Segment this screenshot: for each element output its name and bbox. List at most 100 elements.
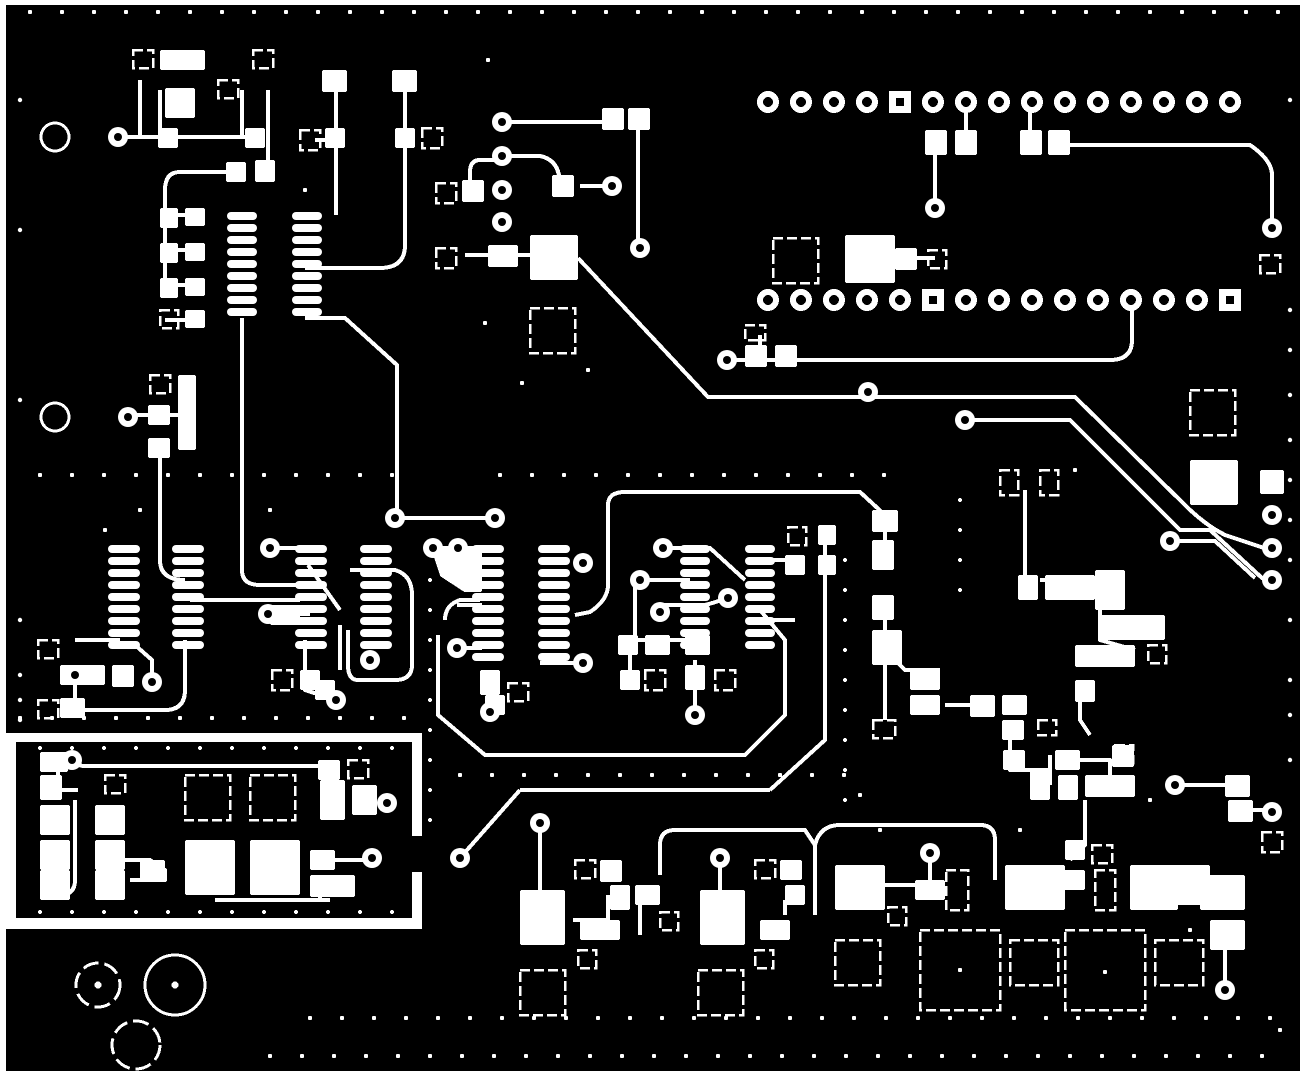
smd-pad <box>645 635 670 655</box>
keepout-pad <box>434 181 458 205</box>
smd-pad <box>1002 720 1024 740</box>
ic-pin <box>745 545 775 553</box>
smd-pad <box>325 128 345 148</box>
ic-pin <box>538 557 570 565</box>
smd-pad <box>700 890 745 945</box>
ic-pin <box>227 224 257 232</box>
keepout-pad <box>298 128 322 152</box>
keepout-pad <box>918 928 1002 1012</box>
ic-pin <box>172 641 204 649</box>
keepout-pad <box>576 948 598 970</box>
smd-pad <box>40 775 62 800</box>
smd-pad <box>462 180 484 202</box>
smd-pad <box>185 310 205 328</box>
smd-pad <box>245 128 265 148</box>
ic-pin <box>745 605 775 613</box>
smd-pad <box>1020 130 1042 155</box>
keepout-pad <box>753 858 777 880</box>
ic-pin <box>360 593 392 601</box>
smd-pad <box>1045 575 1095 600</box>
ic-pin <box>295 617 327 625</box>
ic-pin <box>227 296 257 304</box>
smd-pad <box>322 70 347 92</box>
ic-pin <box>295 629 327 637</box>
ic-pin <box>108 593 140 601</box>
keepout-pad <box>270 668 294 692</box>
keepout-pad <box>1113 743 1135 765</box>
smd-pad <box>392 70 417 92</box>
keepout-pad <box>944 868 970 912</box>
ic-pin <box>680 581 710 589</box>
keepout-pad <box>658 910 680 932</box>
smd-pad <box>955 130 977 155</box>
ic-pin <box>292 212 322 220</box>
smd-pad <box>602 108 624 130</box>
keepout-pad <box>696 968 745 1017</box>
keepout-pad <box>643 668 667 692</box>
smd-pad <box>148 438 170 458</box>
pin-headers <box>62 91 1282 1000</box>
smd-pad <box>140 860 165 880</box>
smd-pad <box>872 630 902 665</box>
ic-pin <box>745 569 775 577</box>
keepout-pad <box>833 938 882 987</box>
ic-pin <box>292 260 322 268</box>
ic-pin <box>292 284 322 292</box>
smd-pad <box>488 245 518 267</box>
smd-pad <box>1058 775 1078 800</box>
keepout-pad <box>753 948 775 970</box>
keepout-pad <box>713 668 737 692</box>
smd-pad <box>620 670 640 690</box>
smd-pad <box>160 243 178 263</box>
keepout-pad <box>1188 388 1237 437</box>
keepout-pad <box>36 638 60 660</box>
ic-pin <box>292 248 322 256</box>
ic-pin <box>292 308 322 316</box>
smd-pad <box>1005 865 1065 910</box>
ic-pin <box>108 617 140 625</box>
smd-pad <box>1048 130 1070 155</box>
smd-pad <box>95 805 125 835</box>
smd-pad <box>1190 460 1238 505</box>
ic-pin <box>172 557 204 565</box>
ic-pin <box>227 260 257 268</box>
ic-pin <box>538 605 570 613</box>
smd-pad <box>318 760 340 780</box>
ic-pin <box>360 617 392 625</box>
smd-pad <box>250 840 300 895</box>
ic-pin <box>227 212 257 220</box>
smd-pad <box>1055 750 1080 770</box>
smd-pad <box>580 920 620 940</box>
keepout-pad <box>158 308 180 330</box>
smd-pad <box>1030 770 1050 800</box>
ic-pin <box>295 557 327 565</box>
smd-pad <box>785 885 805 905</box>
smd-pad <box>226 162 246 182</box>
ic-pin <box>108 605 140 613</box>
ic-pin <box>472 605 504 613</box>
mount-hole-1 <box>39 121 71 153</box>
ic-pin <box>538 545 570 553</box>
ic-pin <box>172 593 204 601</box>
smd-pad <box>40 840 70 870</box>
smd-pad <box>818 555 836 575</box>
smd-pad <box>1018 575 1038 600</box>
smd-pad <box>845 235 895 283</box>
ic-pin <box>227 308 257 316</box>
smd-pad <box>165 88 195 118</box>
smd-pad <box>112 665 134 687</box>
ic-pin <box>360 557 392 565</box>
smd-pad <box>255 160 275 182</box>
ic-pin <box>538 617 570 625</box>
smd-pad <box>395 128 415 148</box>
keepout-pad <box>148 373 172 395</box>
smd-pad <box>185 243 205 261</box>
smd-pad <box>552 175 574 197</box>
keepout-pad <box>1090 843 1114 865</box>
smd-pad <box>185 208 205 226</box>
keepout-pad <box>36 698 60 720</box>
smd-pad <box>785 555 805 575</box>
mount-hole-2 <box>39 401 71 433</box>
ic-pin <box>472 617 504 625</box>
